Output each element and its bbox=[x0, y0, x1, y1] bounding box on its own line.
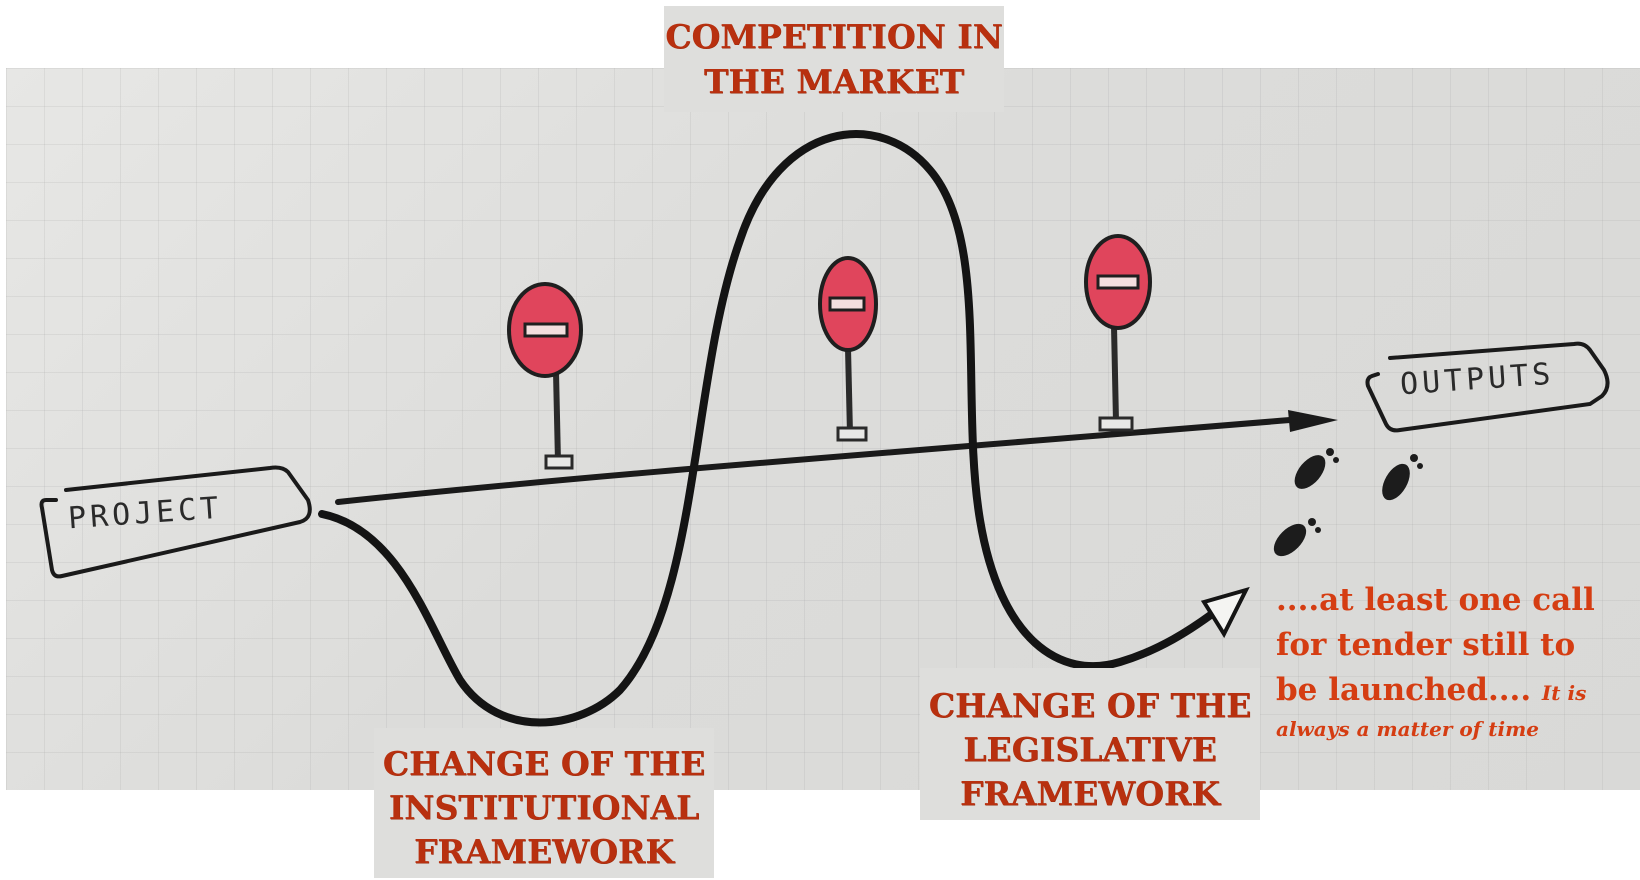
competition-line-1: COMPETITION IN bbox=[665, 17, 1003, 56]
note-italic-inline: It is bbox=[1541, 681, 1587, 705]
legislative-line-2: LEGISLATIVE bbox=[963, 730, 1217, 769]
legislative-line-1: CHANGE OF THE bbox=[928, 686, 1252, 725]
paper-grid bbox=[6, 68, 1640, 790]
project-bracket bbox=[39, 465, 312, 579]
institutional-line-1: CHANGE OF THE bbox=[382, 744, 706, 783]
note-line-3-wrap: be launched.... It is bbox=[1276, 668, 1636, 716]
direct-path-arrow bbox=[335, 410, 1338, 505]
outputs-bracket bbox=[1365, 341, 1610, 433]
institutional-line-3: FRAMEWORK bbox=[413, 832, 675, 871]
winding-path bbox=[318, 130, 1250, 727]
institutional-label-box: CHANGE OF THE INSTITUTIONAL FRAMEWORK bbox=[374, 728, 714, 878]
competition-label-box: COMPETITION IN THE MARKET bbox=[664, 6, 1004, 112]
no-entry-sign-icon bbox=[818, 256, 878, 442]
tender-note: ....at least one call for tender still t… bbox=[1276, 578, 1636, 742]
institutional-line-2: INSTITUTIONAL bbox=[388, 788, 700, 827]
no-entry-sign-icon bbox=[1084, 234, 1152, 432]
no-entry-sign-icon bbox=[507, 282, 583, 470]
note-italic-line: always a matter of time bbox=[1276, 717, 1539, 741]
note-line-3: be launched.... bbox=[1276, 672, 1532, 708]
note-line-1: ....at least one call bbox=[1276, 582, 1595, 618]
sketch-background bbox=[6, 68, 1640, 790]
competition-line-2: THE MARKET bbox=[703, 62, 965, 101]
legislative-label-box: CHANGE OF THE LEGISLATIVE FRAMEWORK bbox=[920, 668, 1260, 820]
footprints-icon bbox=[1273, 448, 1423, 557]
legislative-line-3: FRAMEWORK bbox=[959, 774, 1221, 813]
note-line-2: for tender still to bbox=[1276, 627, 1576, 663]
